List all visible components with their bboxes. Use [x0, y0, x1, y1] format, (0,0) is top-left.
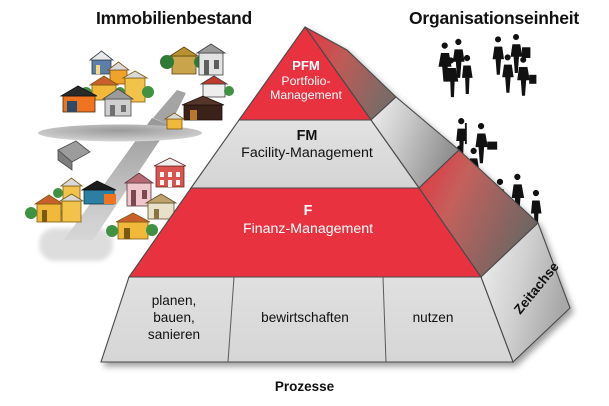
base-cell-bewirtschaften: bewirtschaften	[230, 310, 380, 327]
base-divider-2	[382, 276, 387, 363]
pyramid-body	[100, 26, 571, 363]
heading-organisationseinheit: Organisationseinheit	[408, 8, 580, 28]
base-cell-0-line2: bauen,	[153, 309, 195, 325]
base-cell-nutzen: nutzen	[378, 310, 488, 327]
base-cell-1-line1: bewirtschaften	[261, 310, 349, 325]
base-cell-2-line1: nutzen	[412, 310, 454, 325]
base-cell-0-line3: sanieren	[147, 326, 201, 342]
heading-immobilienbestand: Immobilienbestand	[95, 8, 253, 28]
axis-label-prozesse: Prozesse	[274, 379, 335, 394]
tier-face-f	[127, 187, 483, 278]
tier-face-base	[100, 276, 514, 363]
base-divider-1	[227, 276, 235, 363]
base-cell-0-line1: planen,	[151, 293, 197, 308]
buildings-cluster-icon	[25, 43, 234, 261]
base-cell-planen-bauen-sanieren: planen, bauen, sanieren	[118, 293, 230, 344]
